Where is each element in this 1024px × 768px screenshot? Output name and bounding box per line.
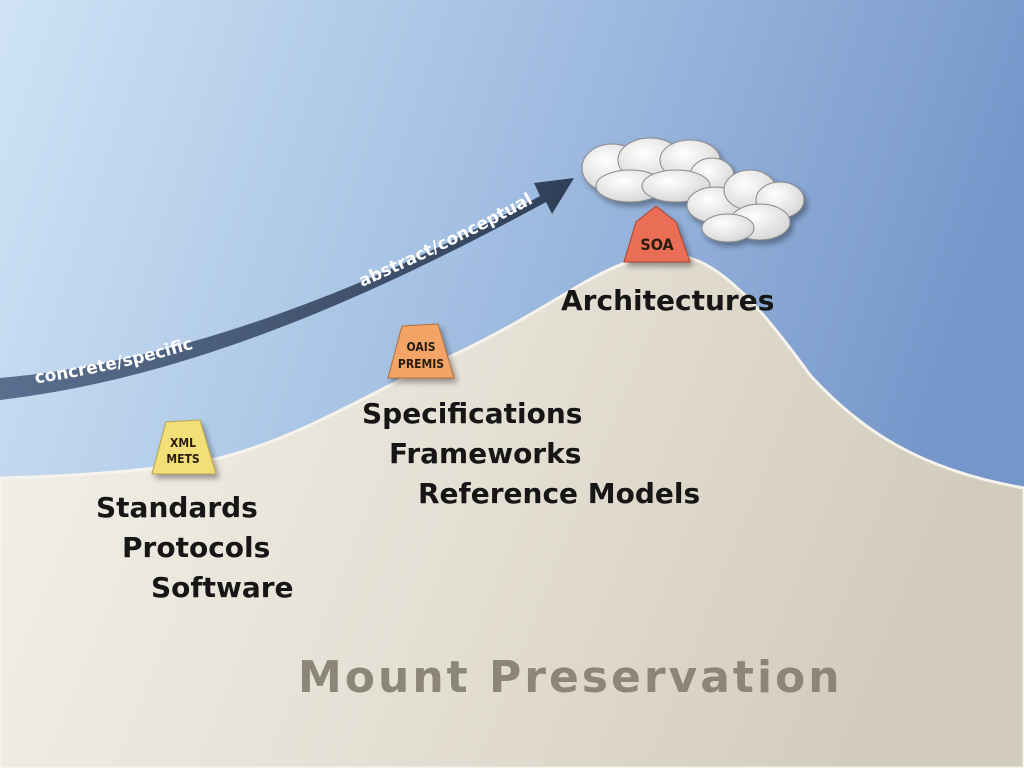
marker-oais-premis: OAIS PREMIS	[387, 323, 455, 379]
marker-soa-line1: SOA	[640, 235, 674, 254]
label-protocols: Protocols	[122, 531, 271, 564]
marker-oais-line2: PREMIS	[398, 357, 444, 371]
cloud-icon	[581, 137, 805, 243]
label-software: Software	[151, 571, 294, 604]
label-reference-models: Reference Models	[418, 477, 701, 510]
marker-xml-mets: XML METS	[151, 419, 217, 475]
marker-oais-line1: OAIS	[407, 340, 436, 354]
marker-soa: SOA	[623, 205, 691, 263]
abstraction-arrow	[0, 178, 574, 400]
mountain	[0, 254, 1024, 768]
label-architectures: Architectures	[561, 284, 775, 317]
label-specifications: Specifications	[362, 397, 583, 430]
diagram-title: Mount Preservation	[298, 652, 843, 703]
marker-xml-line2: METS	[166, 452, 199, 466]
label-frameworks: Frameworks	[389, 437, 582, 470]
label-standards: Standards	[96, 491, 258, 524]
marker-xml-line1: XML	[170, 436, 196, 450]
